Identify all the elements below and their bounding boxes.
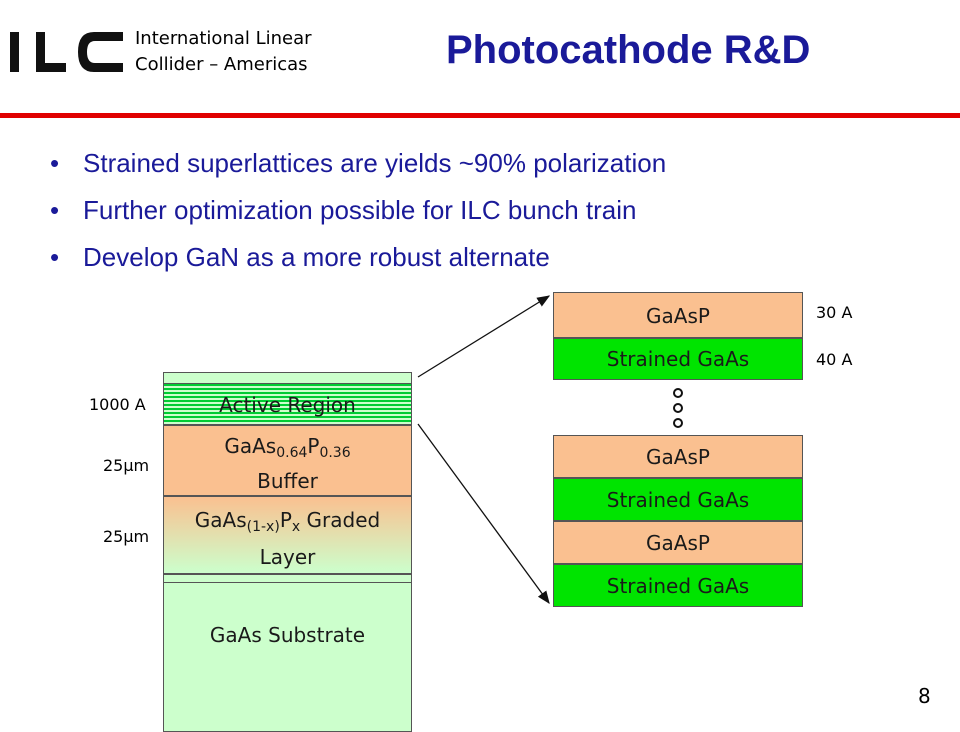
bullet-icon: • xyxy=(50,195,60,225)
sl-strained-gaas-layer: Strained GaAs xyxy=(553,338,803,380)
org-name-line1: International Linear xyxy=(135,28,312,49)
ellipsis-vertical-icon xyxy=(673,388,683,428)
graded-layer: GaAs(1-x)Px Graded Layer xyxy=(163,496,412,574)
gaasp-thickness-label: 30 A xyxy=(816,303,853,322)
sl-layer-label: GaAsP xyxy=(646,531,710,555)
bullet-list: • Strained superlattices are yields ~90% … xyxy=(50,143,666,284)
bullet-item: • Strained superlattices are yields ~90% … xyxy=(50,143,666,190)
sl-layer-label: Strained GaAs xyxy=(606,488,750,512)
active-region-label: Active Region xyxy=(219,393,356,417)
bullet-icon: • xyxy=(50,148,60,178)
active-region-layer: Active Region xyxy=(163,383,412,425)
graded-label: Layer xyxy=(259,545,316,569)
buffer-label: Buffer xyxy=(257,469,318,493)
ilc-logo xyxy=(10,32,123,72)
slide-title: Photocathode R&D xyxy=(446,28,811,72)
header-divider xyxy=(0,113,960,118)
bullet-text: Develop GaN as a more robust alternate xyxy=(83,242,550,272)
sl-layer-label: Strained GaAs xyxy=(606,574,750,598)
buffer-layer: GaAs0.64P0.36 Buffer xyxy=(163,425,412,496)
sl-layer-label: GaAsP xyxy=(646,445,710,469)
bullet-text: Further optimization possible for ILC bu… xyxy=(83,195,637,225)
substrate-layer: GaAs Substrate xyxy=(163,582,412,732)
gaas-thickness-label: 40 A xyxy=(816,350,853,369)
graded-formula: GaAs(1-x)Px Graded xyxy=(194,508,381,535)
bullet-item: • Further optimization possible for ILC b… xyxy=(50,190,666,237)
sl-gaasp-layer: GaAsP xyxy=(553,521,803,564)
buffer-thickness-label: 25μm xyxy=(103,456,150,475)
bullet-text: Strained superlattices are yields ~90% p… xyxy=(83,148,667,178)
sl-strained-gaas-layer: Strained GaAs xyxy=(553,564,803,607)
buffer-formula: GaAs0.64P0.36 xyxy=(224,434,351,461)
zoom-arrow-top xyxy=(417,295,551,378)
sl-layer-label: GaAsP xyxy=(646,304,710,328)
graded-thickness-label: 25μm xyxy=(103,527,150,546)
sl-strained-gaas-layer: Strained GaAs xyxy=(553,478,803,521)
sl-gaasp-layer: GaAsP xyxy=(553,435,803,478)
page-number: 8 xyxy=(918,684,931,708)
sl-layer-label: Strained GaAs xyxy=(606,347,750,371)
bullet-item: • Develop GaN as a more robust alternate xyxy=(50,237,666,284)
substrate-label: GaAs Substrate xyxy=(209,623,366,647)
bullet-icon: • xyxy=(50,242,60,272)
sl-gaasp-layer: GaAsP xyxy=(553,292,803,338)
org-name-line2: Collider – Americas xyxy=(135,54,308,75)
active-thickness-label: 1000 A xyxy=(89,395,146,414)
zoom-arrow-bottom xyxy=(417,423,550,605)
